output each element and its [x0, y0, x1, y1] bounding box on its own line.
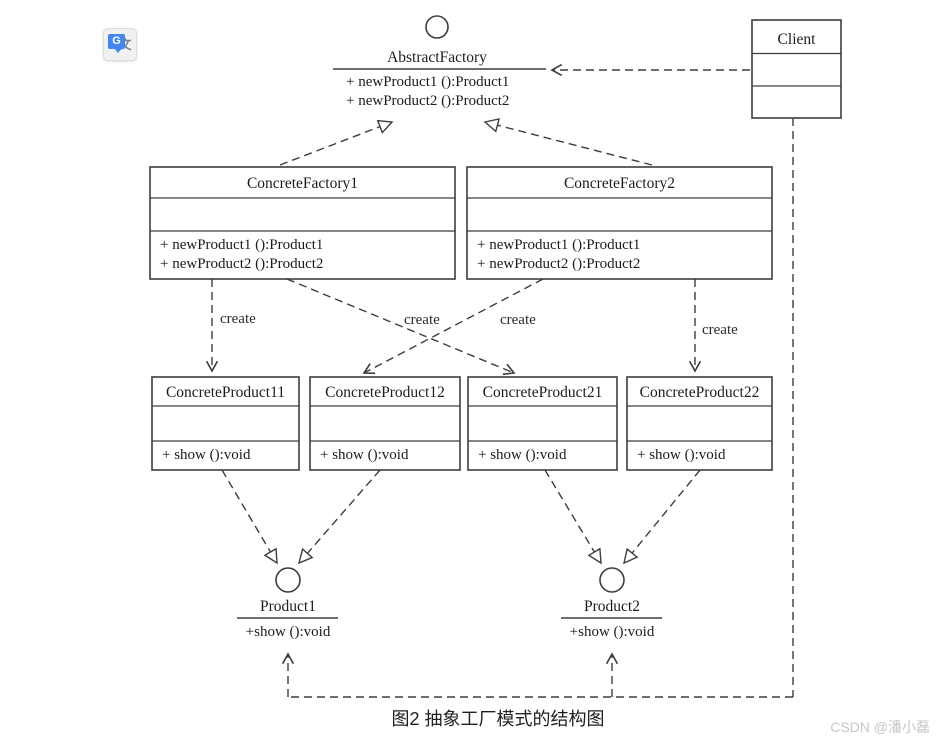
product1-name: Product1 — [260, 598, 316, 615]
product2-method1: +show ():void — [570, 624, 655, 640]
concrete-product22-box — [626, 376, 773, 471]
concrete-factory1-method2: + newProduct2 ():Product2 — [160, 256, 323, 272]
concrete-product12-box — [309, 376, 461, 471]
create-label-3: create — [500, 312, 536, 328]
concrete-factory1-name: ConcreteFactory1 — [247, 175, 358, 192]
interface-product1: Product1 +show ():void — [237, 567, 338, 640]
abstract-factory-name: AbstractFactory — [387, 49, 487, 66]
abstract-factory-method1: + newProduct1 ():Product1 — [346, 74, 509, 90]
concrete-product21-name: ConcreteProduct21 — [483, 384, 603, 401]
edge-realization-cp11-product1 — [221, 469, 277, 563]
interface-abstract-factory: AbstractFactory + newProduct1 ():Product… — [333, 15, 546, 109]
product1-method1: +show ():void — [246, 624, 331, 640]
concrete-product12-method1: + show ():void — [320, 447, 409, 463]
interface-circle-abstract-factory — [425, 15, 449, 39]
edge-realization-cp22-product2 — [624, 469, 701, 563]
interface-circle-product2 — [599, 567, 625, 593]
abstract-factory-method2: + newProduct2 ():Product2 — [346, 93, 509, 109]
class-concrete-product12: ConcreteProduct12 + show ():void — [309, 376, 461, 471]
client-name: Client — [778, 31, 817, 48]
concrete-factory1-method1: + newProduct1 ():Product1 — [160, 237, 323, 253]
google-translate-icon: G — [108, 34, 125, 53]
concrete-product21-method1: + show ():void — [478, 447, 567, 463]
figure-caption: 图2 抽象工厂模式的结构图 — [391, 709, 605, 729]
concrete-product12-name: ConcreteProduct12 — [325, 384, 445, 401]
concrete-factory2-method2: + newProduct2 ():Product2 — [477, 256, 640, 272]
class-concrete-product21: ConcreteProduct21 + show ():void — [467, 376, 618, 471]
class-concrete-product22: ConcreteProduct22 + show ():void — [626, 376, 773, 471]
product2-name: Product2 — [584, 598, 640, 615]
concrete-product22-name: ConcreteProduct22 — [640, 384, 760, 401]
edge-realization-concretefactory2 — [485, 122, 653, 166]
concrete-factory2-method1: + newProduct1 ():Product1 — [477, 237, 640, 253]
concrete-factory2-name: ConcreteFactory2 — [564, 175, 675, 192]
google-translate-button[interactable]: 文 G — [103, 28, 137, 61]
concrete-factory2-box — [466, 166, 773, 280]
class-concrete-factory2: ConcreteFactory2 + newProduct1 ():Produc… — [466, 166, 773, 280]
class-concrete-product11: ConcreteProduct11 + show ():void — [151, 376, 300, 471]
interface-product2: Product2 +show ():void — [561, 567, 662, 640]
csdn-watermark: CSDN @潘小磊 — [830, 719, 930, 735]
interface-circle-product1 — [275, 567, 301, 593]
concrete-product22-method1: + show ():void — [637, 447, 726, 463]
concrete-product11-name: ConcreteProduct11 — [166, 384, 285, 401]
create-label-4: create — [702, 322, 738, 338]
class-concrete-factory1: ConcreteFactory1 + newProduct1 ():Produc… — [149, 166, 456, 280]
class-client: Client — [751, 19, 842, 119]
edge-realization-cp12-product1 — [299, 469, 381, 563]
concrete-product11-method1: + show ():void — [162, 447, 251, 463]
concrete-product21-box — [467, 376, 618, 471]
create-label-1: create — [220, 311, 256, 327]
edge-create-cf2-cp12 — [362, 278, 544, 375]
edge-realization-concretefactory1 — [279, 122, 392, 166]
concrete-factory1-box — [149, 166, 456, 280]
client-box — [751, 19, 842, 119]
create-label-2: create — [404, 312, 440, 328]
edge-realization-cp21-product2 — [544, 469, 601, 563]
concrete-product11-box — [151, 376, 300, 471]
edge-create-cf1-cp21 — [286, 278, 516, 376]
